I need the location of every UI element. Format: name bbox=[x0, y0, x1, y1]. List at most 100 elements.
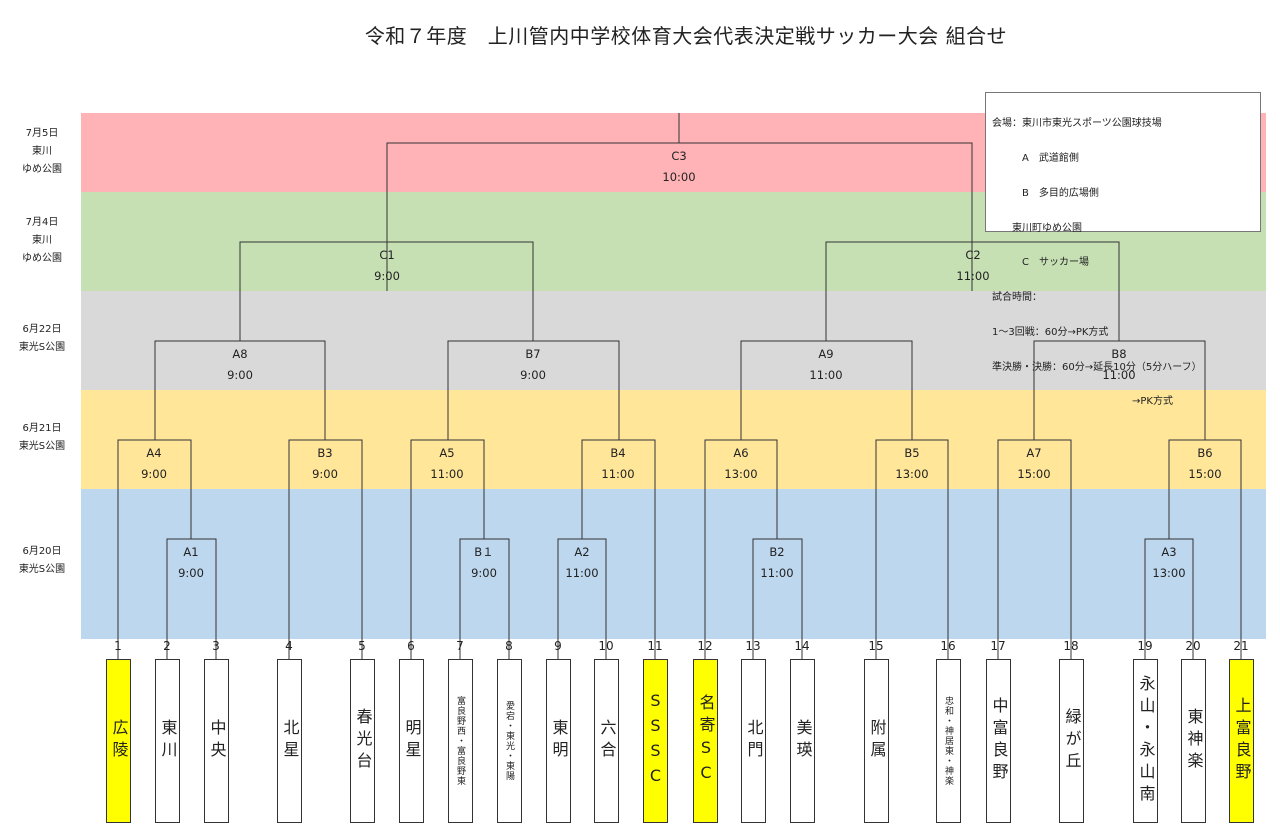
team-number: 10 bbox=[598, 639, 614, 653]
team-number: 18 bbox=[1063, 639, 1079, 653]
team-box: 附属 bbox=[864, 659, 889, 823]
match-time: 9:00 bbox=[374, 269, 400, 283]
info-line: →PK方式 bbox=[992, 396, 1173, 408]
info-line: B 多目的広場側 bbox=[992, 187, 1099, 199]
team-box: 明星 bbox=[399, 659, 424, 823]
match-id: B5 bbox=[904, 446, 920, 460]
team-number: 4 bbox=[285, 639, 293, 653]
team-number: 1 bbox=[114, 639, 122, 653]
match-b2: B2 11:00 bbox=[727, 542, 827, 584]
team-box: 富良野西・富良野東 bbox=[448, 659, 473, 823]
team-number: 12 bbox=[697, 639, 713, 653]
row-label-quarterfinal: 6月22日 東光S公園 bbox=[18, 324, 66, 353]
match-id: B１ bbox=[474, 545, 494, 559]
match-time: 9:00 bbox=[312, 467, 338, 481]
info-line: 東川町ゆめ公園 bbox=[992, 222, 1082, 234]
team-box: 上富良野 bbox=[1229, 659, 1254, 823]
match-time: 13:00 bbox=[1152, 566, 1186, 580]
team-number: 11 bbox=[647, 639, 663, 653]
info-line: A 武道館側 bbox=[992, 152, 1079, 164]
team-number: 8 bbox=[505, 639, 513, 653]
team-box: 北門 bbox=[741, 659, 766, 823]
row-label-semifinal: 7月4日 東川 ゆめ公園 bbox=[22, 217, 62, 264]
team-box: 愛宕・東光・東陽 bbox=[497, 659, 522, 823]
row-label-first-round: 6月20日 東光S公園 bbox=[18, 546, 66, 575]
match-id: C2 bbox=[965, 248, 981, 262]
info-line: C サッカー場 bbox=[992, 257, 1089, 269]
match-id: B2 bbox=[769, 545, 785, 559]
team-box: 東川 bbox=[155, 659, 180, 823]
match-a2: A2 11:00 bbox=[532, 542, 632, 584]
match-time: 9:00 bbox=[178, 566, 204, 580]
info-line: 1～3回戦：60分→PK方式 bbox=[992, 326, 1109, 338]
match-id: A2 bbox=[574, 545, 590, 559]
info-line: 試合時間： bbox=[992, 292, 1042, 304]
match-id: A9 bbox=[818, 347, 834, 361]
team-number: 7 bbox=[456, 639, 464, 653]
match-id: A1 bbox=[183, 545, 199, 559]
match-id: B7 bbox=[525, 347, 541, 361]
row-label-second-round: 6月21日 東光S公園 bbox=[18, 423, 66, 452]
match-time: 11:00 bbox=[760, 566, 794, 580]
team-box: 中央 bbox=[204, 659, 229, 823]
match-b8: B8 11:00 bbox=[1069, 344, 1169, 386]
match-id: B6 bbox=[1197, 446, 1213, 460]
venue-info-box: 会場：東川市東光スポーツ公園球技場 A 武道館側 B 多目的広場側 東川町ゆめ公… bbox=[985, 92, 1261, 407]
match-id: C1 bbox=[379, 248, 395, 262]
match-time: 11:00 bbox=[956, 269, 990, 283]
match-id: B8 bbox=[1111, 347, 1127, 361]
team-number: 17 bbox=[990, 639, 1006, 653]
match-b3: B3 9:00 bbox=[275, 443, 375, 485]
team-box: 広陵 bbox=[106, 659, 131, 823]
band-first-round bbox=[81, 489, 1266, 639]
team-number: 3 bbox=[212, 639, 220, 653]
team-number: 5 bbox=[358, 639, 366, 653]
team-box: 東神楽 bbox=[1181, 659, 1206, 823]
match-id: C3 bbox=[671, 149, 687, 163]
team-number: 19 bbox=[1137, 639, 1153, 653]
info-line: 準決勝・決勝：60分→延長10分（5分ハーフ） bbox=[992, 361, 1202, 373]
team-box: 東明 bbox=[546, 659, 571, 823]
match-time: 9:00 bbox=[520, 368, 546, 382]
team-box: 六合 bbox=[594, 659, 619, 823]
team-box: 名寄SC bbox=[693, 659, 718, 823]
match-id: A3 bbox=[1161, 545, 1177, 559]
match-time: 9:00 bbox=[141, 467, 167, 481]
team-number: 21 bbox=[1233, 639, 1249, 653]
match-time: 15:00 bbox=[1188, 467, 1222, 481]
team-box: 北星 bbox=[277, 659, 302, 823]
match-time: 15:00 bbox=[1017, 467, 1051, 481]
team-box: SSSC bbox=[643, 659, 668, 823]
team-number: 13 bbox=[745, 639, 761, 653]
team-box: 春光台 bbox=[350, 659, 375, 823]
match-a7: A7 15:00 bbox=[984, 443, 1084, 485]
match-id: A6 bbox=[733, 446, 749, 460]
match-id: B4 bbox=[610, 446, 626, 460]
match-id: A7 bbox=[1026, 446, 1042, 460]
team-box: 中富良野 bbox=[986, 659, 1011, 823]
match-time: 11:00 bbox=[601, 467, 635, 481]
match-id: B3 bbox=[317, 446, 333, 460]
info-line: 会場：東川市東光スポーツ公園球技場 bbox=[992, 118, 1162, 130]
team-number: 16 bbox=[940, 639, 956, 653]
match-time: 11:00 bbox=[565, 566, 599, 580]
team-box: 永山・永山南 bbox=[1133, 659, 1158, 823]
team-box: 緑が丘 bbox=[1059, 659, 1084, 823]
match-b6: B6 15:00 bbox=[1155, 443, 1255, 485]
match-b4: B4 11:00 bbox=[568, 443, 668, 485]
row-label-final: 7月5日 東川 ゆめ公園 bbox=[22, 128, 62, 175]
match-id: A5 bbox=[439, 446, 455, 460]
team-number: 2 bbox=[163, 639, 171, 653]
match-time: 11:00 bbox=[1102, 368, 1136, 382]
match-time: 13:00 bbox=[724, 467, 758, 481]
bracket-title: 令和７年度 上川管内中学校体育大会代表決定戦サッカー大会 組合せ bbox=[364, 24, 1008, 48]
match-c1: C1 9:00 bbox=[337, 245, 437, 287]
team-number: 6 bbox=[407, 639, 415, 653]
match-a6: A6 13:00 bbox=[691, 443, 791, 485]
